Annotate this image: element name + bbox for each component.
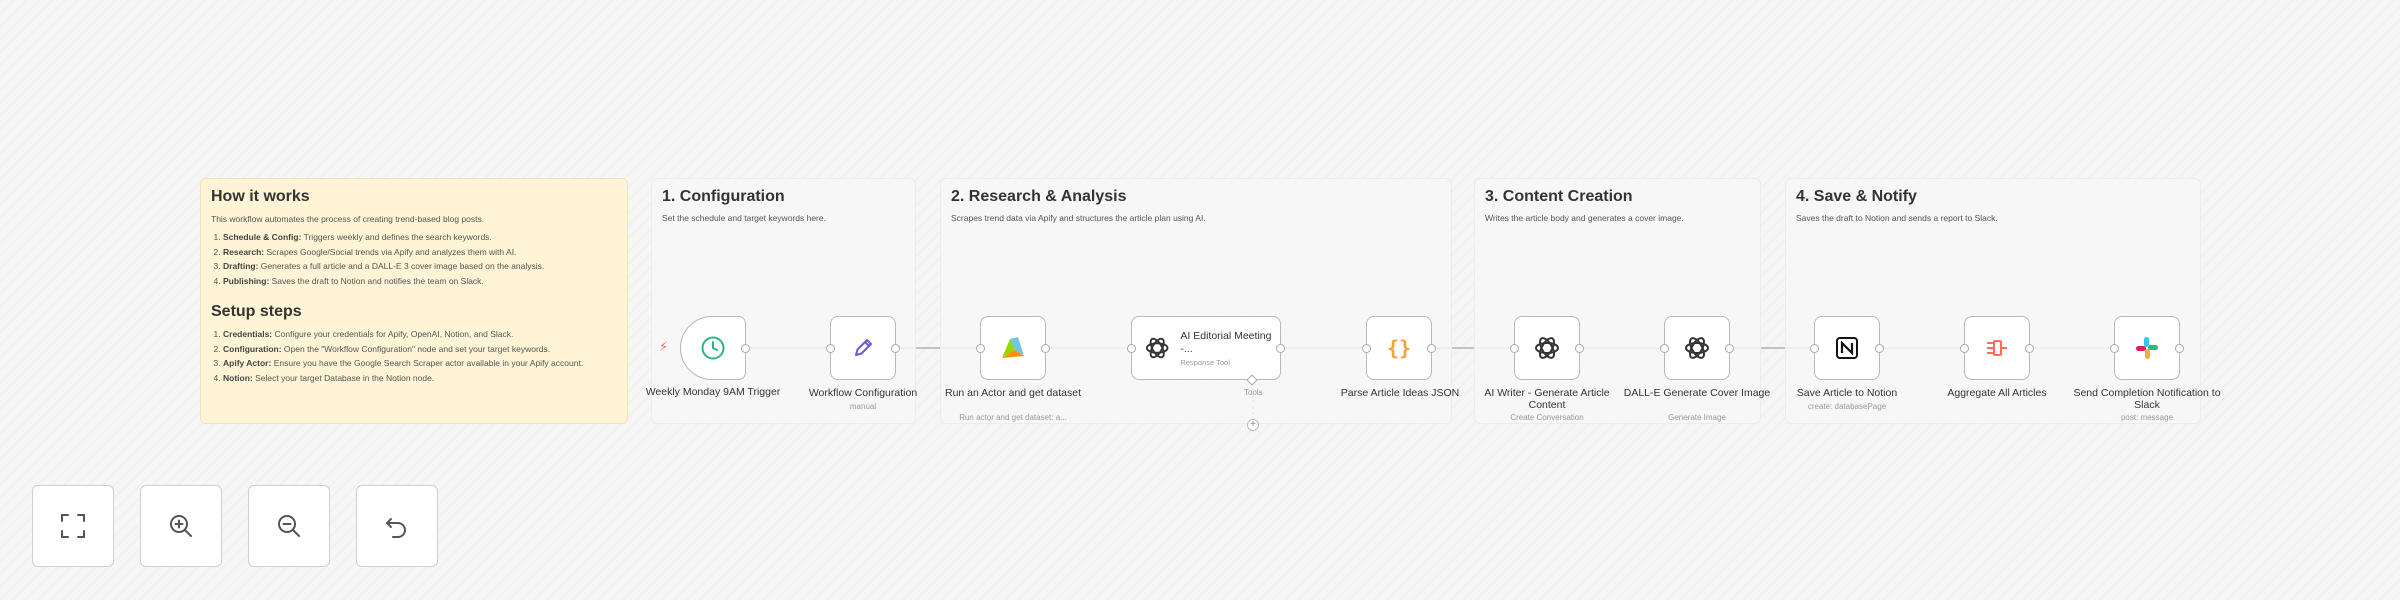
section-description: Scrapes trend data via Apify and structu… <box>951 213 1206 223</box>
code-braces-icon: {} <box>1387 336 1411 360</box>
output-port[interactable] <box>2025 344 2034 353</box>
how-it-works-title: How it works <box>211 188 310 205</box>
list-item: Credentials: Configure your credentials … <box>223 327 627 342</box>
openai-icon <box>1535 337 1559 359</box>
node-slack-notification[interactable] <box>2110 316 2184 380</box>
list-item: Notion: Select your target Database in t… <box>223 371 627 386</box>
reset-zoom-button[interactable] <box>356 485 438 567</box>
node-label: Send Completion Notification to Slack <box>2073 387 2221 411</box>
node-label: Workflow Configuration <box>808 387 918 399</box>
sticky-note-how-it-works[interactable]: How it works This workflow automates the… <box>200 178 628 424</box>
zoom-in-button[interactable] <box>140 485 222 567</box>
node-label: Parse Article Ideas JSON <box>1340 387 1460 399</box>
zoom-out-button[interactable] <box>248 485 330 567</box>
how-it-works-steps: Schedule & Config: Triggers weekly and d… <box>223 230 627 288</box>
output-port[interactable] <box>1276 344 1285 353</box>
node-label: AI Editorial Meeting -... <box>1180 329 1272 355</box>
tools-label: Tools <box>1244 388 1263 397</box>
openai-icon <box>1145 337 1169 359</box>
node-subtitle: Generate Image <box>1668 413 1726 422</box>
section-title: 4. Save & Notify <box>1796 188 1917 205</box>
output-port[interactable] <box>891 344 900 353</box>
node-label: Weekly Monday 9AM Trigger <box>645 386 781 398</box>
node-parse-article-ideas[interactable]: {} <box>1362 316 1436 380</box>
input-port[interactable] <box>1127 344 1136 353</box>
node-label: Aggregate All Articles <box>1947 387 2047 399</box>
node-subtitle: Create Conversation <box>1510 413 1584 422</box>
section-description: Saves the draft to Notion and sends a re… <box>1796 213 1998 223</box>
output-port[interactable] <box>741 344 750 353</box>
node-ai-writer[interactable] <box>1510 316 1584 380</box>
section-title: 3. Content Creation <box>1485 188 1633 205</box>
output-port[interactable] <box>1575 344 1584 353</box>
output-port[interactable] <box>1875 344 1884 353</box>
list-item: Research: Scrapes Google/Social trends v… <box>223 245 627 260</box>
section-title: 1. Configuration <box>662 188 785 205</box>
input-port[interactable] <box>826 344 835 353</box>
clock-icon <box>701 336 725 360</box>
lightning-icon: ⚡︎ <box>659 339 669 354</box>
sticky-note-research-analysis[interactable]: 2. Research & Analysis Scrapes trend dat… <box>940 178 1452 424</box>
node-subtitle: post: message <box>2120 413 2174 422</box>
input-port[interactable] <box>1810 344 1819 353</box>
node-dalle-cover[interactable] <box>1660 316 1734 380</box>
node-ai-editorial-meeting[interactable]: AI Editorial Meeting -... Response Tool <box>1127 316 1285 386</box>
fit-view-icon <box>61 514 85 538</box>
node-label: Save Article to Notion <box>1796 387 1898 399</box>
node-subtitle: create: databasePage <box>1807 402 1887 411</box>
fit-view-button[interactable] <box>32 485 114 567</box>
node-subtitle: Response Tool <box>1180 357 1230 367</box>
svg-text:{}: {} <box>1387 336 1411 360</box>
section-title: 2. Research & Analysis <box>951 188 1127 205</box>
input-port[interactable] <box>2110 344 2119 353</box>
node-subtitle: manual <box>849 402 877 411</box>
node-workflow-configuration[interactable] <box>826 316 900 380</box>
node-label: AI Writer - Generate Article Content <box>1484 387 1610 411</box>
slack-icon <box>2136 337 2158 359</box>
input-port[interactable] <box>1510 344 1519 353</box>
apify-icon <box>1002 337 1024 358</box>
node-label: DALL-E Generate Cover Image <box>1623 387 1771 399</box>
input-port[interactable] <box>1660 344 1669 353</box>
pencil-icon <box>855 339 872 356</box>
setup-steps-list: Credentials: Configure your credentials … <box>223 327 627 385</box>
undo-icon <box>386 518 406 538</box>
setup-steps-title: Setup steps <box>211 303 302 320</box>
zoom-out-icon <box>278 515 300 537</box>
section-description: Set the schedule and target keywords her… <box>662 213 826 223</box>
sticky-note-content-creation[interactable]: 3. Content Creation Writes the article b… <box>1474 178 1761 424</box>
input-port[interactable] <box>976 344 985 353</box>
output-port[interactable] <box>1427 344 1436 353</box>
node-label: Run an Actor and get dataset <box>944 387 1081 399</box>
node-subtitle: Run actor and get dataset: a... <box>959 413 1067 422</box>
input-port[interactable] <box>1960 344 1969 353</box>
node-aggregate-articles[interactable] <box>1960 316 2034 380</box>
list-item: Configuration: Open the "Workflow Config… <box>223 342 627 357</box>
list-item: Apify Actor: Ensure you have the Google … <box>223 356 627 371</box>
aggregate-icon <box>1987 340 2007 356</box>
node-weekly-trigger[interactable] <box>680 316 750 380</box>
section-description: Writes the article body and generates a … <box>1485 213 1684 223</box>
output-port[interactable] <box>2175 344 2184 353</box>
node-run-apify-actor[interactable] <box>976 316 1050 380</box>
output-port[interactable] <box>1725 344 1734 353</box>
add-tool-plus-icon[interactable]: + <box>1247 419 1259 431</box>
sticky-note-save-notify[interactable]: 4. Save & Notify Saves the draft to Noti… <box>1785 178 2201 424</box>
input-port[interactable] <box>1362 344 1371 353</box>
list-item: Drafting: Generates a full article and a… <box>223 259 627 274</box>
how-it-works-intro: This workflow automates the process of c… <box>211 214 485 224</box>
output-port[interactable] <box>1041 344 1050 353</box>
list-item: Publishing: Saves the draft to Notion an… <box>223 274 627 289</box>
node-save-to-notion[interactable] <box>1810 316 1884 380</box>
sticky-note-configuration[interactable]: 1. Configuration Set the schedule and ta… <box>651 178 916 424</box>
list-item: Schedule & Config: Triggers weekly and d… <box>223 230 627 245</box>
notion-icon <box>1836 337 1858 359</box>
openai-icon <box>1685 337 1709 359</box>
node-text: AI Editorial Meeting -... Response Tool <box>1170 330 1280 367</box>
zoom-in-icon <box>170 515 192 537</box>
